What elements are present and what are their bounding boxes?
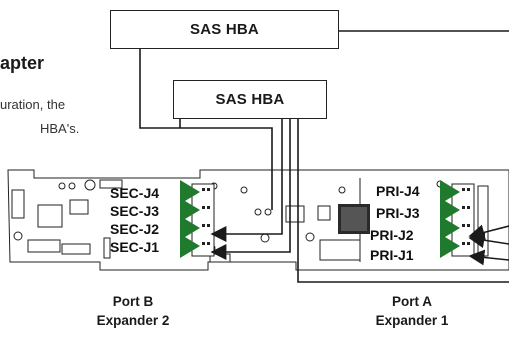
sec-j3-label: SEC-J3 (110, 203, 159, 219)
mount-hole (13, 231, 23, 241)
expander-1-label: Expander 1 (375, 313, 449, 328)
mount-hole (84, 179, 96, 191)
sas-hba-box-middle: SAS HBA (173, 80, 327, 119)
expander-2-label: Expander 2 (96, 313, 170, 328)
mount-hole (305, 232, 315, 242)
pri-j1-label: PRI-J1 (370, 247, 414, 263)
mount-hole (260, 233, 270, 243)
sas-hba-label: SAS HBA (190, 21, 259, 38)
port-a-caption: Port A Expander 1 (357, 292, 467, 330)
pri-j2-label: PRI-J2 (370, 227, 414, 243)
port-b-label: Port B (112, 294, 154, 309)
paragraph-line-1: uration, the (0, 97, 66, 112)
sec-j2-label: SEC-J2 (110, 221, 159, 237)
pri-j3-label: PRI-J3 (376, 205, 420, 221)
section-heading: apter (0, 53, 45, 73)
pri-j4-label: PRI-J4 (376, 183, 420, 199)
sas-hba-box-top: SAS HBA (110, 10, 339, 49)
port-a-label: Port A (392, 294, 432, 309)
port-b-caption: Port B Expander 2 (78, 292, 188, 330)
paragraph-line-2: HBA's. (40, 121, 80, 136)
sec-j4-label: SEC-J4 (110, 185, 159, 201)
sas-hba-label: SAS HBA (215, 91, 285, 108)
sec-j1-label: SEC-J1 (110, 239, 159, 255)
